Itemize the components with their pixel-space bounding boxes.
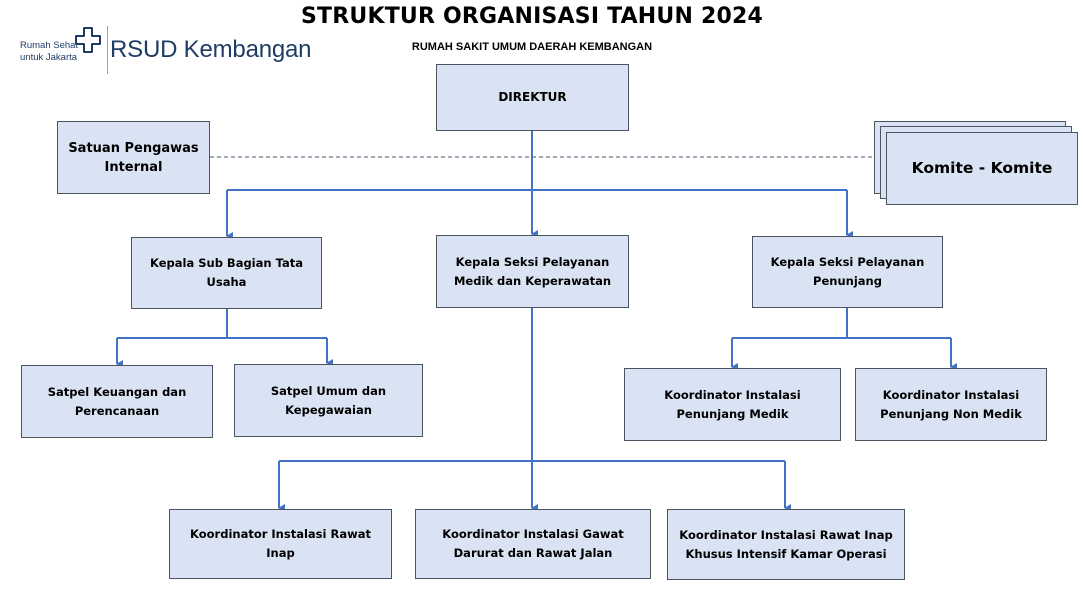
node-spi-label: Satuan Pengawas Internal	[68, 140, 199, 175]
node-koordinator-penunjang-medik: Koordinator Instalasi Penunjang Medik	[624, 368, 841, 441]
page-title: STRUKTUR ORGANISASI TAHUN 2024	[301, 4, 763, 29]
logo-name: RSUD Kembangan	[110, 36, 312, 63]
logo-tagline-line1: Rumah Sehat	[20, 40, 79, 51]
node-satpel-umum-kepegawaian: Satpel Umum dan Kepegawaian	[234, 364, 423, 437]
node-seksi-penunjang-label: Kepala Seksi Pelayanan Penunjang	[770, 255, 925, 288]
node-komite: Komite - Komite	[886, 132, 1078, 205]
logo-divider	[107, 26, 108, 74]
node-satuan-pengawas-internal: Satuan Pengawas Internal	[57, 121, 210, 194]
node-koordinator-penunjang-non-medik: Koordinator Instalasi Penunjang Non Medi…	[855, 368, 1047, 441]
node-seksi-medik-label: Kepala Seksi Pelayanan Medik dan Keperaw…	[453, 254, 612, 288]
page-subtitle: RUMAH SAKIT UMUM DAERAH KEMBANGAN	[411, 41, 653, 53]
node-koord-rawat-inap-label: Koordinator Instalasi Rawat Inap	[190, 527, 371, 560]
node-koordinator-gawat-darurat-rawat-jalan: Koordinator Instalasi Gawat Darurat dan …	[415, 509, 651, 579]
rsud-logo: Rumah Sehat untuk Jakarta RSUD Kembangan	[18, 26, 338, 74]
node-koord-penunjang-non-medik-label: Koordinator Instalasi Penunjang Non Medi…	[880, 387, 1022, 421]
node-satpel-keuangan-label: Satpel Keuangan dan Perencanaan	[47, 384, 187, 418]
node-koordinator-rawat-inap: Koordinator Instalasi Rawat Inap	[169, 509, 392, 579]
node-kepala-seksi-pelayanan-penunjang: Kepala Seksi Pelayanan Penunjang	[752, 236, 943, 308]
node-koord-khusus-label: Koordinator Instalasi Rawat Inap Khusus …	[679, 527, 893, 561]
logo-tagline-line2: untuk Jakarta	[20, 52, 78, 63]
health-cross-icon	[75, 27, 101, 53]
node-koord-gawat-darurat-label: Koordinator Instalasi Gawat Darurat dan …	[442, 527, 624, 560]
node-satpel-keuangan-perencanaan: Satpel Keuangan dan Perencanaan	[21, 365, 213, 438]
node-koord-penunjang-medik-label: Koordinator Instalasi Penunjang Medik	[664, 387, 801, 421]
node-subbag-label: Kepala Sub Bagian Tata Usaha	[150, 256, 303, 289]
node-satpel-umum-label: Satpel Umum dan Kepegawaian	[270, 383, 387, 417]
node-direktur: DIREKTUR	[436, 64, 629, 131]
node-kepala-seksi-pelayanan-medik: Kepala Seksi Pelayanan Medik dan Keperaw…	[436, 235, 629, 308]
node-koordinator-rawat-inap-khusus: Koordinator Instalasi Rawat Inap Khusus …	[667, 509, 905, 580]
node-direktur-label: DIREKTUR	[498, 90, 567, 104]
logo-tagline: Rumah Sehat untuk Jakarta	[20, 40, 78, 64]
node-komite-label: Komite - Komite	[911, 159, 1053, 177]
node-kepala-sub-bagian-tata-usaha: Kepala Sub Bagian Tata Usaha	[131, 237, 322, 309]
